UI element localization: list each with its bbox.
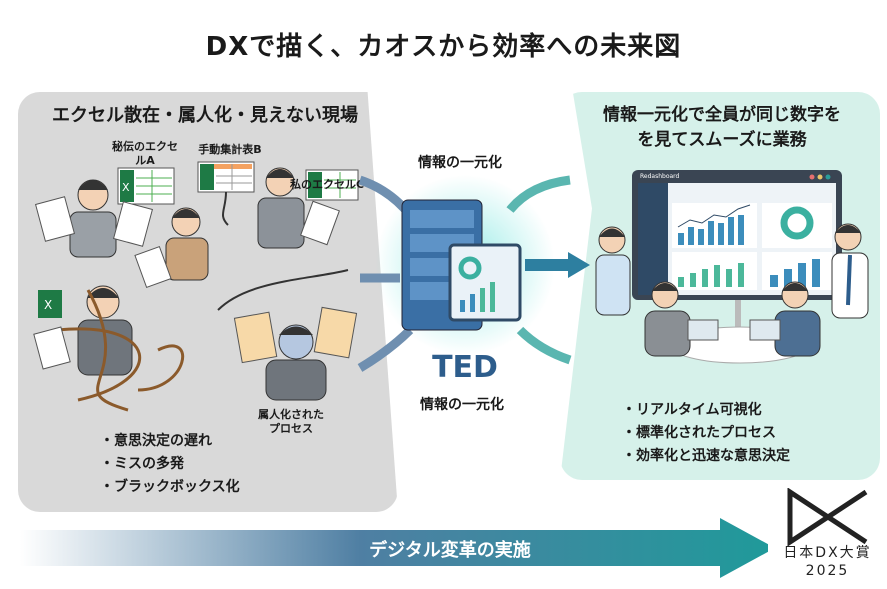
dashboard-sidebar bbox=[638, 183, 668, 295]
process-label: 属人化されたプロセス bbox=[258, 408, 324, 435]
presenter-left bbox=[595, 226, 631, 316]
dashboard-illustration bbox=[595, 170, 869, 364]
efficiency-heading-line1: 情報一元化で全員が同じ数字を bbox=[603, 105, 841, 125]
worried-person-2 bbox=[134, 207, 209, 289]
excel-icon-b bbox=[197, 161, 255, 226]
cable bbox=[217, 269, 349, 311]
excel-icon-a: X bbox=[117, 167, 175, 205]
attendee-right bbox=[749, 281, 821, 357]
efficiency-bullets: ・リアルタイム可視化 ・標準化されたプロセス ・効率化と迅速な意思決定 bbox=[622, 399, 790, 468]
arrow-in-bottom bbox=[357, 326, 414, 372]
efficiency-heading-line2: を見てスムーズに業務 bbox=[637, 130, 807, 150]
flow-arrows bbox=[357, 175, 590, 372]
svg-text:X: X bbox=[44, 298, 52, 312]
bullet-item: ・ミスの多発 bbox=[100, 456, 184, 472]
presenter-right bbox=[831, 223, 869, 319]
dx-logo-mark bbox=[787, 488, 868, 546]
server-icon bbox=[401, 199, 522, 331]
bullet-item: ・リアルタイム可視化 bbox=[622, 402, 762, 418]
award-name: 日本DX大賞 bbox=[783, 545, 872, 561]
stressed-person bbox=[233, 306, 358, 401]
chaos-illustration: X X bbox=[33, 161, 359, 412]
dashboard-title: Redashboard bbox=[640, 173, 680, 180]
efficiency-heading: 情報一元化で全員が同じ数字を を見てスムーズに業務 bbox=[572, 103, 872, 153]
bullet-item: ・標準化されたプロセス bbox=[622, 425, 776, 441]
worried-person-3 bbox=[257, 167, 340, 249]
excel-c-label: 私のエクセルC bbox=[289, 178, 365, 191]
attendee-left bbox=[644, 281, 719, 357]
excel-icon-c bbox=[305, 169, 359, 201]
dx-award-text: 日本DX大賞 2025 bbox=[768, 544, 887, 580]
excel-b-label: 手動集計表B bbox=[198, 143, 262, 156]
worried-person-1 bbox=[34, 179, 154, 258]
bullet-item: ・意思決定の遅れ bbox=[100, 433, 212, 449]
transformation-label: デジタル変革の実施 bbox=[369, 540, 531, 561]
transformation-arrow bbox=[20, 518, 775, 578]
tangled-person bbox=[33, 285, 185, 412]
excel-icon-d: X bbox=[38, 290, 62, 318]
excel-a-label: 秘伝のエクセルA bbox=[112, 140, 178, 167]
svg-text:X: X bbox=[122, 181, 130, 194]
centralization-label-bottom: 情報の一元化 bbox=[420, 397, 504, 413]
award-year: 2025 bbox=[805, 563, 850, 579]
centralization-label-top: 情報の一元化 bbox=[418, 155, 502, 171]
chaos-heading: エクセル散在・属人化・見えない現場 bbox=[52, 105, 358, 126]
brand-logo-ted: TED bbox=[432, 350, 498, 385]
bullet-item: ・効率化と迅速な意思決定 bbox=[622, 448, 790, 464]
page-title: DXで描く、カオスから効率への未来図 bbox=[205, 32, 682, 62]
bullet-item: ・ブラックボックス化 bbox=[100, 479, 240, 495]
chaos-bullets: ・意思決定の遅れ ・ミスの多発 ・ブラックボックス化 bbox=[100, 430, 240, 499]
dx-award-logo: 日本DX大賞 2025 bbox=[768, 480, 887, 589]
